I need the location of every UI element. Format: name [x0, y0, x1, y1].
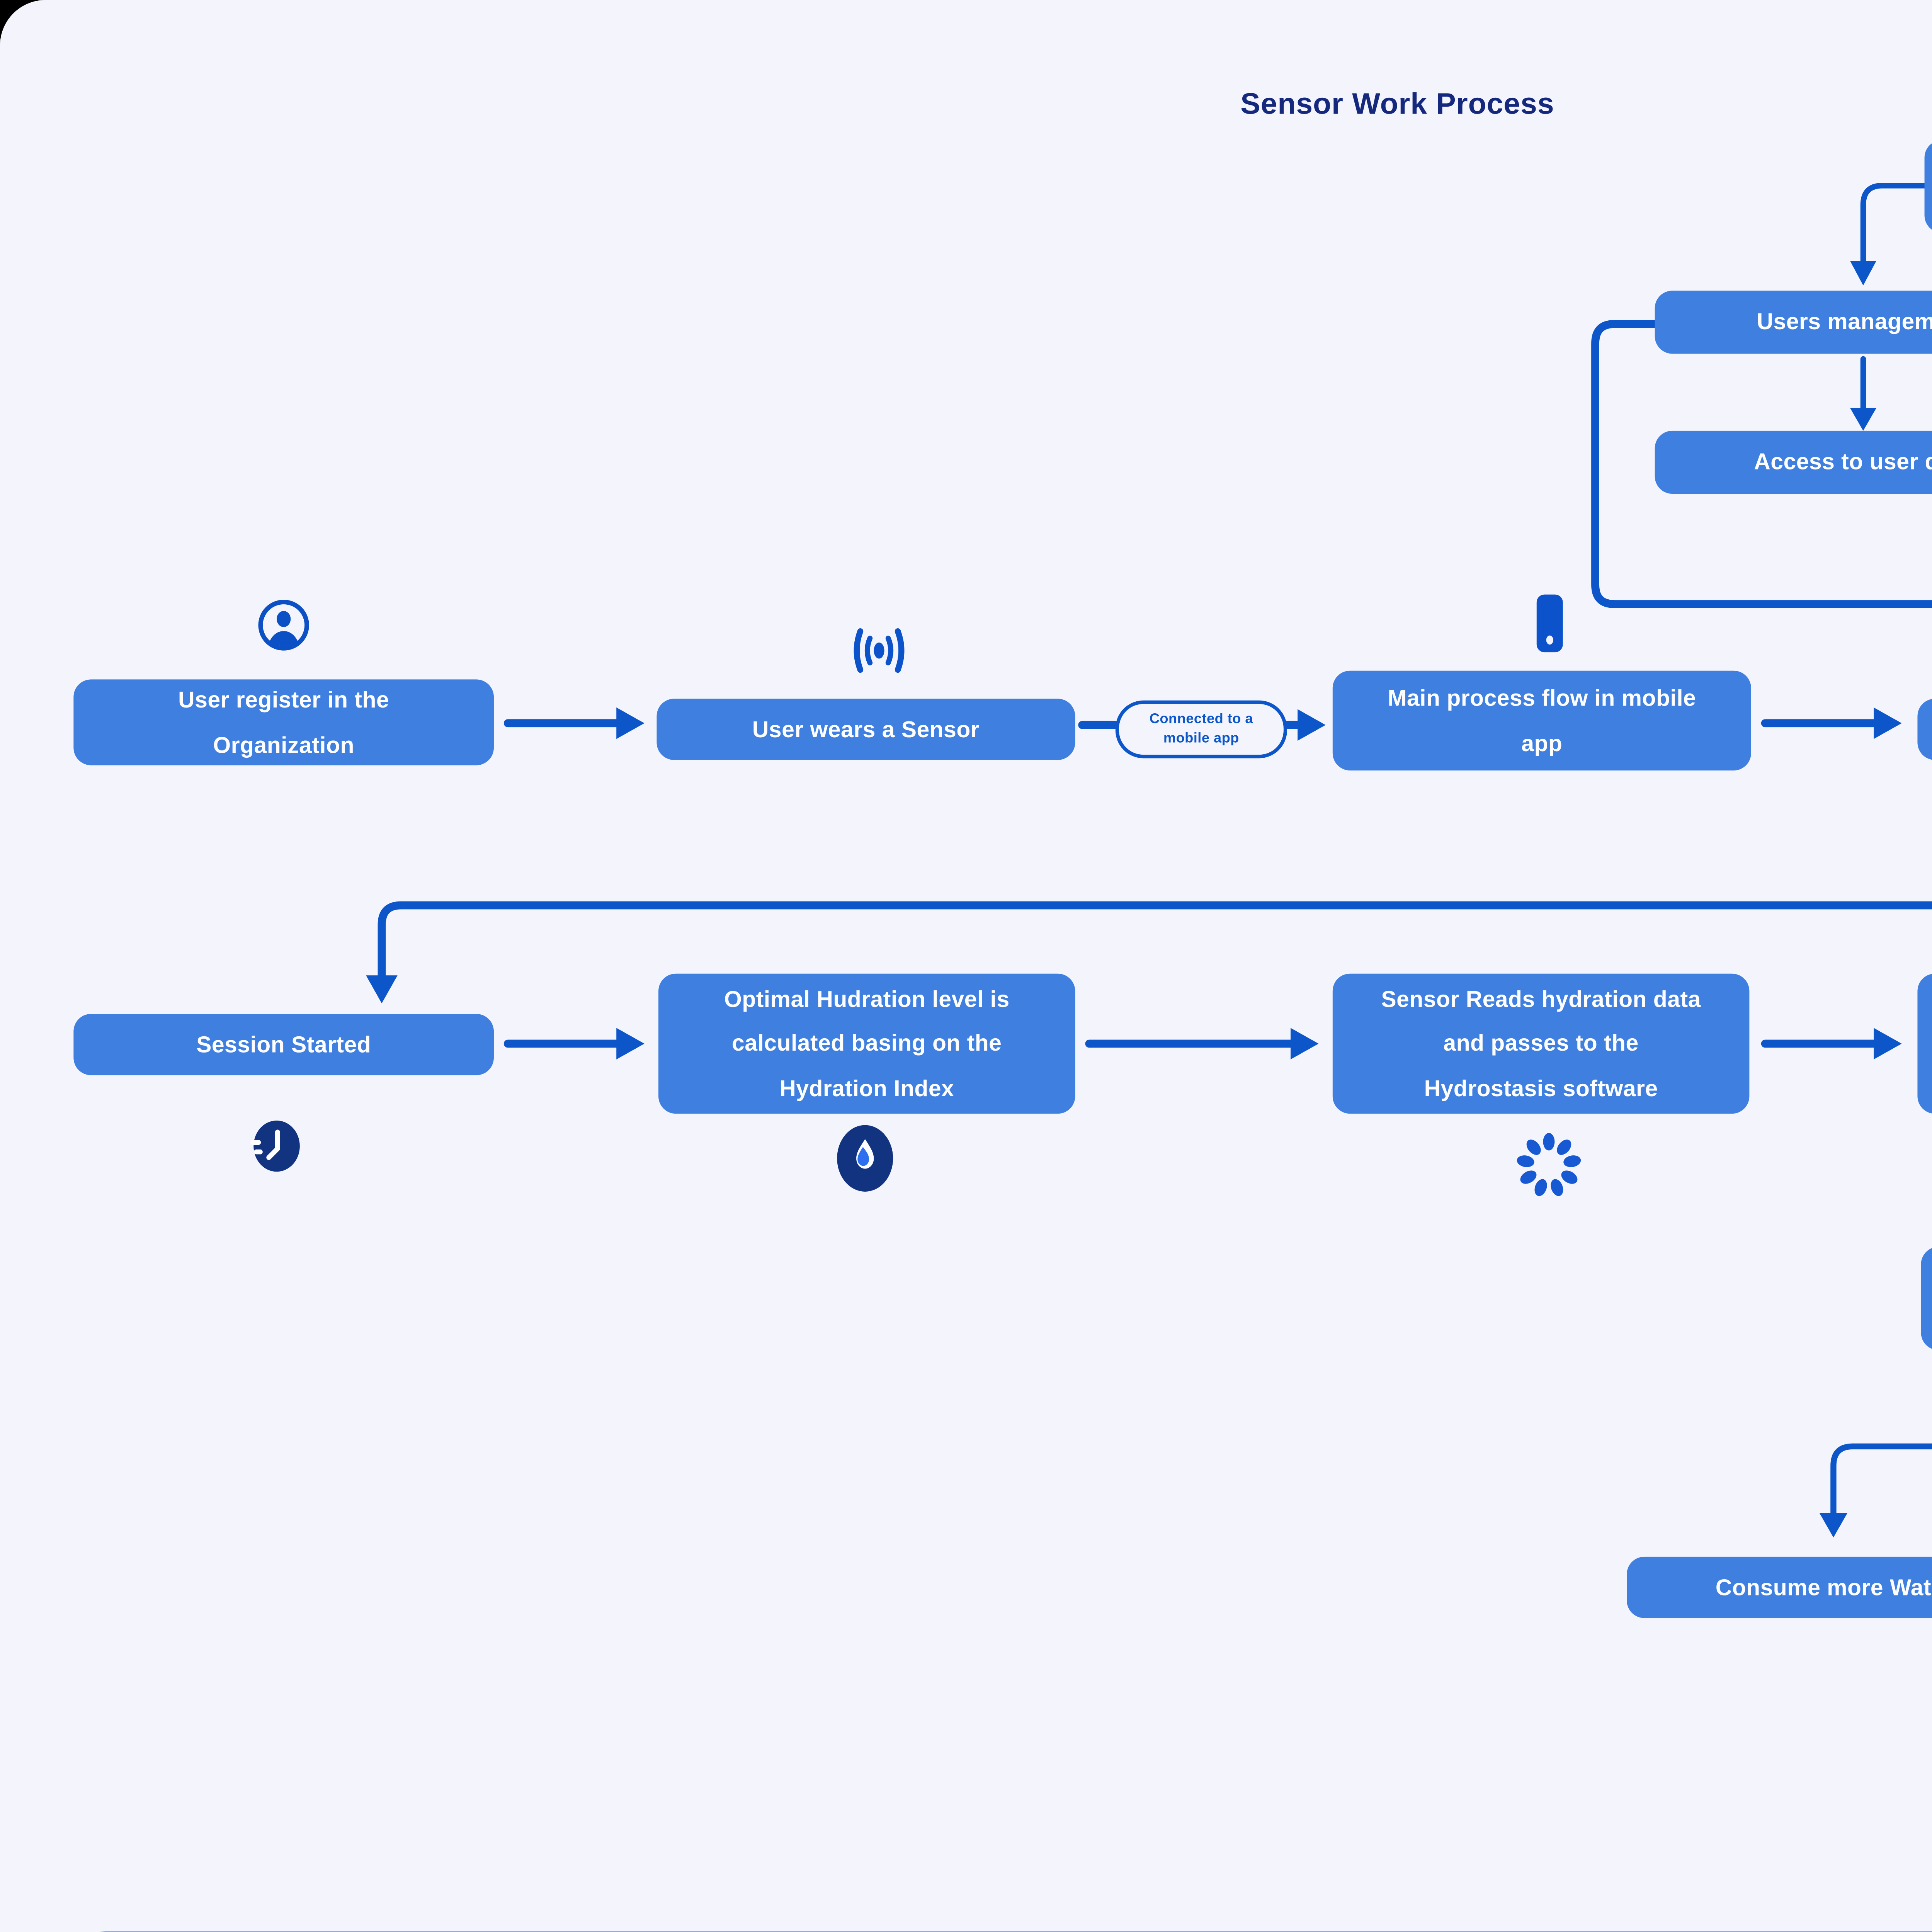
arrowhead	[1874, 707, 1902, 739]
arrowhead	[1291, 1028, 1319, 1060]
node-access-user-data: Access to user data	[1655, 430, 1932, 494]
node-consume-more: Consume more Water	[1627, 1556, 1932, 1618]
node-user-wears-sensor: User wears a Sensor	[656, 699, 1075, 760]
clock-icon	[245, 1117, 303, 1175]
node-users-management: Users management	[1655, 291, 1932, 354]
node-current-hydration: Current Hydration level is calculated ag…	[1917, 973, 1932, 1114]
node-main-process-flow: Main process flow in mobile app	[1332, 670, 1751, 771]
water-drop-icon	[835, 1124, 895, 1192]
edge-split-branches	[1830, 1443, 1932, 1516]
node-optimal-hydration: Optimal Hudration level is calculated ba…	[658, 973, 1075, 1114]
node-session-started: Session Started	[73, 1014, 494, 1075]
person-circle-icon	[257, 599, 310, 651]
arrowhead	[1819, 1513, 1848, 1538]
node-proper-notifications: Proper notifications shown in the Hydros…	[1921, 1247, 1932, 1350]
arrowhead	[1850, 261, 1876, 286]
arrowhead	[616, 1028, 645, 1060]
loading-spinner-icon	[1513, 1129, 1585, 1201]
diagram-title: Sensor Work Process	[1240, 87, 1554, 121]
arrowhead	[616, 707, 645, 739]
arrowhead	[1874, 1028, 1902, 1060]
edge-org-to-users	[1860, 183, 1929, 264]
node-user-register: User register in the Organization	[73, 679, 494, 765]
arrowhead	[1850, 408, 1876, 431]
arrowhead	[366, 975, 398, 1003]
node-sensor-reads: Sensor Reads hydration data and passes t…	[1332, 973, 1750, 1114]
smartphone-icon	[1532, 594, 1567, 653]
arrowhead	[1298, 709, 1326, 741]
node-connected-note: Connected to a mobile app	[1115, 700, 1287, 759]
sensor-signal-icon	[844, 625, 914, 676]
node-organizations-management: Organizations managements	[1924, 140, 1932, 233]
node-sensor-connected: Sensor connected	[1917, 699, 1932, 760]
